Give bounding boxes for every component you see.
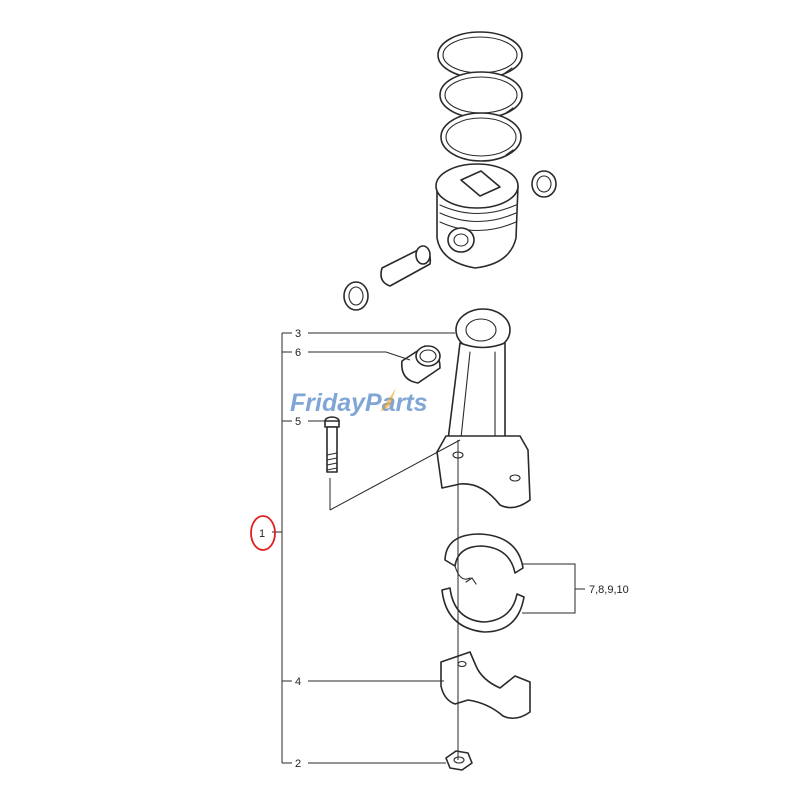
callout-5: 5 xyxy=(295,416,301,428)
piston-ring-top xyxy=(437,31,523,79)
bearing-cap xyxy=(440,651,531,720)
bearing-shell-upper xyxy=(444,533,524,580)
small-end-bushing xyxy=(401,345,441,384)
piston-ring-oil xyxy=(440,112,522,162)
piston-ring-middle xyxy=(439,71,523,119)
watermark: FridayParts xyxy=(290,388,428,417)
watermark-text: FridayParts xyxy=(290,389,428,417)
callout-7-8-9-10: 7,8,9,10 xyxy=(589,584,629,596)
callout-4: 4 xyxy=(295,676,301,688)
callout-2: 2 xyxy=(295,758,301,770)
leader-lines xyxy=(272,332,585,764)
circlip-right xyxy=(531,170,557,198)
connecting-rod xyxy=(436,308,531,509)
connecting-rod-bolt xyxy=(324,416,340,473)
bearing-shell-lower xyxy=(441,577,525,633)
hex-nut xyxy=(445,750,473,771)
callout-3: 3 xyxy=(295,328,301,340)
callout-6: 6 xyxy=(295,347,301,359)
circlip-left xyxy=(343,281,369,311)
piston xyxy=(435,163,519,269)
highlight-circle xyxy=(250,515,276,551)
piston-pin xyxy=(380,245,432,287)
callout-1: 1 xyxy=(259,528,265,540)
